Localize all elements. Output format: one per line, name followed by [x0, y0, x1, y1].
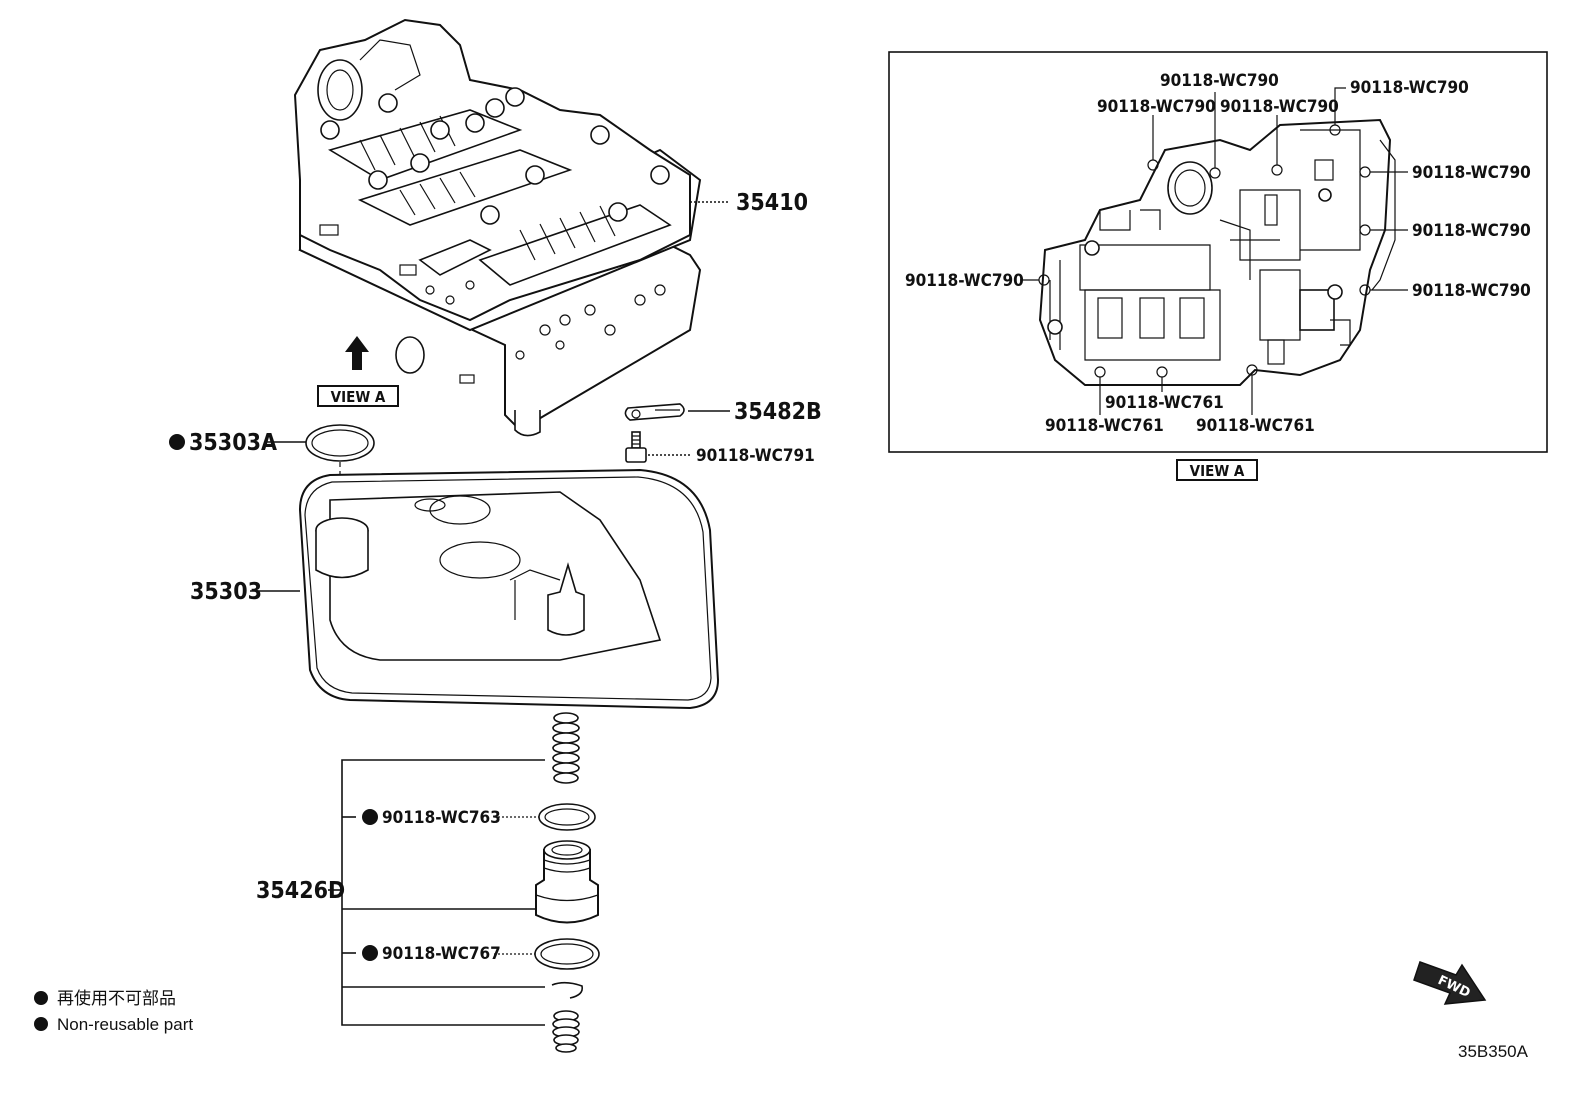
callout-top-mid: 90118-WC790: [1220, 97, 1339, 117]
label-35303a: 35303A: [189, 430, 277, 456]
clamp-drawing: [624, 403, 685, 421]
legend-jp: 再使用不可部品: [57, 988, 176, 1008]
label-35426d: 35426D: [256, 878, 345, 904]
strainer-drawing: [298, 468, 720, 710]
callout-right-3: 90118-WC790: [1412, 281, 1531, 301]
callout-bottom-left: 90118-WC761: [1045, 416, 1164, 436]
nonreusable-dot-wc767: [362, 945, 378, 961]
view-a-valve-body-drawing: [1038, 118, 1396, 386]
view-a-callout-leaders: [1020, 87, 1408, 415]
callout-left: 90118-WC790: [905, 271, 1024, 291]
callout-top-left: 90118-WC790: [1097, 97, 1216, 117]
callout-bottom-right: 90118-WC761: [1196, 416, 1315, 436]
label-35482b: 35482B: [734, 399, 822, 425]
valve-body-drawing: [293, 18, 702, 437]
callout-right-2: 90118-WC790: [1412, 221, 1531, 241]
callout-right-1: 90118-WC790: [1412, 163, 1531, 183]
label-90118-wc767: 90118-WC767: [382, 944, 501, 964]
nonreusable-dot-wc763: [362, 809, 378, 825]
label-90118-wc791: 90118-WC791: [696, 446, 815, 466]
nonreusable-dot-35303a: [169, 434, 185, 450]
piston-drawing: [535, 840, 599, 924]
callout-top-center: 90118-WC790: [1160, 71, 1279, 91]
fwd-arrow-icon: FWD: [1413, 961, 1487, 1005]
legend-dot-en: [34, 1017, 48, 1031]
bolt-drawing: [625, 431, 647, 463]
label-35410: 35410: [736, 190, 808, 216]
label-90118-wc763: 90118-WC763: [382, 808, 501, 828]
callout-bottom-center: 90118-WC761: [1105, 393, 1224, 413]
view-a-arrow: VIEW A: [317, 336, 399, 407]
oring-wc763-drawing: [538, 803, 596, 831]
spring-bottom-drawing: [552, 1010, 580, 1053]
view-a-caption-box: [1176, 459, 1258, 481]
legend-dot-jp: [34, 991, 48, 1005]
legend-en: Non-reusable part: [57, 1015, 193, 1034]
view-a-caption: VIEW A: [1190, 462, 1245, 480]
oring-35303a-drawing: [305, 424, 375, 462]
spring-top-drawing: [552, 712, 580, 784]
accumulator-bracket: [328, 759, 545, 1026]
view-a-label-left: VIEW A: [331, 388, 386, 406]
label-35303: 35303: [190, 579, 262, 605]
callout-top-right: 90118-WC790: [1350, 78, 1469, 98]
diagram-code: 35B350A: [1458, 1042, 1529, 1061]
snap-ring-drawing: [551, 981, 584, 999]
